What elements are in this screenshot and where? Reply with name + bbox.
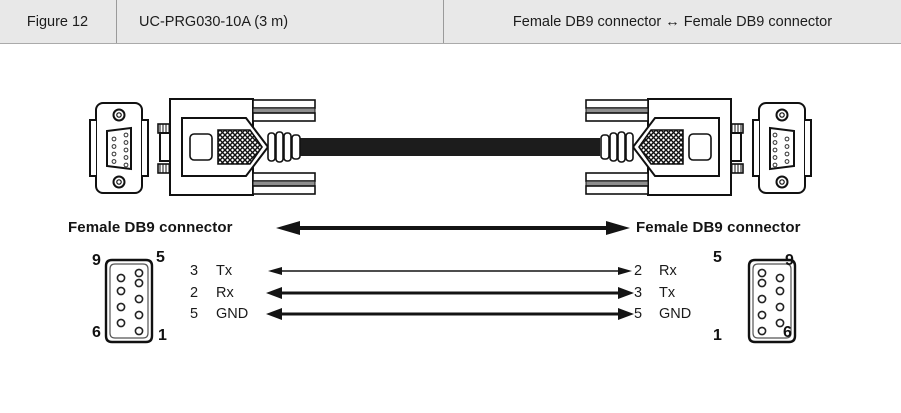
right-strain-relief [600, 131, 634, 163]
left-arrow-icon [276, 221, 472, 235]
header-cell-figure: Figure 12 [0, 0, 115, 43]
right-signal-pin-1: 3 [634, 285, 643, 301]
header-cell-part-number: UC-PRG030-10A (3 m) [116, 0, 442, 43]
left-strain-relief [267, 131, 301, 163]
right-signal-name-1: Tx [659, 285, 676, 301]
right-pin-corner-top-right: 9 [785, 252, 794, 269]
left-signal-name-0: Tx [216, 263, 233, 279]
figure-header-bar: Figure 12 UC-PRG030-10A (3 m) Female DB9… [0, 0, 901, 44]
signal-arrow-row-1 [266, 287, 634, 299]
left-connector-assembly [89, 98, 316, 196]
left-signal-name-1: Rx [216, 285, 234, 301]
right-pin-corner-bottom-right: 6 [783, 324, 792, 341]
left-connector-title: Female DB9 connector [68, 219, 233, 236]
left-pin-corner-bottom-left: 6 [92, 324, 101, 341]
right-pin-corner-bottom-left: 1 [713, 327, 722, 344]
left-grip-top [252, 99, 316, 122]
left-signal-pin-1: 2 [190, 285, 199, 301]
right-pin-corner-top-left: 5 [713, 249, 722, 266]
right-connector-assembly [585, 98, 812, 196]
left-pin-corner-top-right: 5 [156, 249, 165, 266]
left-signal-pin-0: 3 [190, 263, 199, 279]
right-signal-pin-2: 5 [634, 306, 643, 322]
right-signal-name-0: Rx [659, 263, 677, 279]
connection-label: Female DB9 connector ↔ Female DB9 connec… [512, 13, 833, 30]
signal-arrow-row-0 [268, 267, 632, 275]
right-grip-top [585, 99, 649, 122]
left-db9-pinout-face [104, 258, 154, 344]
right-signal-pin-0: 2 [634, 263, 643, 279]
cable-body [300, 138, 600, 156]
left-signal-name-2: GND [216, 306, 249, 322]
left-grip-bottom [252, 172, 316, 195]
right-signal-name-2: GND [659, 306, 692, 322]
left-pin-corner-top-left: 9 [92, 252, 101, 269]
part-number-label: UC-PRG030-10A (3 m) [139, 13, 289, 30]
figure-label: Figure 12 [26, 13, 89, 30]
signal-arrow-row-2 [266, 308, 634, 320]
right-connector-title: Female DB9 connector [636, 219, 801, 236]
right-arrow-icon [450, 221, 630, 235]
right-db9-pinout-face [747, 258, 797, 344]
header-cell-connection: Female DB9 connector ↔ Female DB9 connec… [443, 0, 901, 43]
left-signal-pin-2: 5 [190, 306, 199, 322]
right-grip-bottom [585, 172, 649, 195]
left-pin-corner-bottom-right: 1 [158, 327, 167, 344]
